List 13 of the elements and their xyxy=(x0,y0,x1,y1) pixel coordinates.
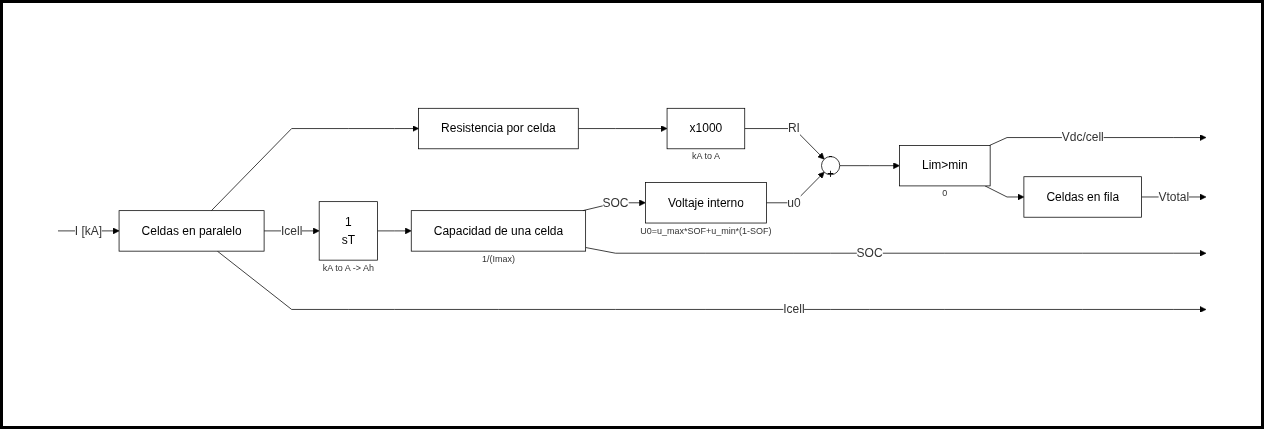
block-caption: kA to A xyxy=(691,151,720,162)
block-caption: 0 xyxy=(942,188,948,199)
block-caption: 1/(Imax) xyxy=(481,253,515,264)
block-box: Celdas en fila xyxy=(1023,176,1142,218)
block-box: Lim>min xyxy=(899,145,991,187)
block-box: Capacidad de una celda xyxy=(410,210,586,252)
block-box: 1 sT xyxy=(318,201,378,261)
block-box: Resistencia por celda xyxy=(418,107,579,150)
block-caption: U0=u_max*SOF+u_min*(1-SOF) xyxy=(640,225,772,236)
block-box: Voltaje interno xyxy=(645,182,767,224)
block-box: Celdas en paralelo xyxy=(118,210,265,252)
block-caption: kA to A -> Ah xyxy=(322,262,374,273)
block-box: x1000 xyxy=(666,107,746,150)
